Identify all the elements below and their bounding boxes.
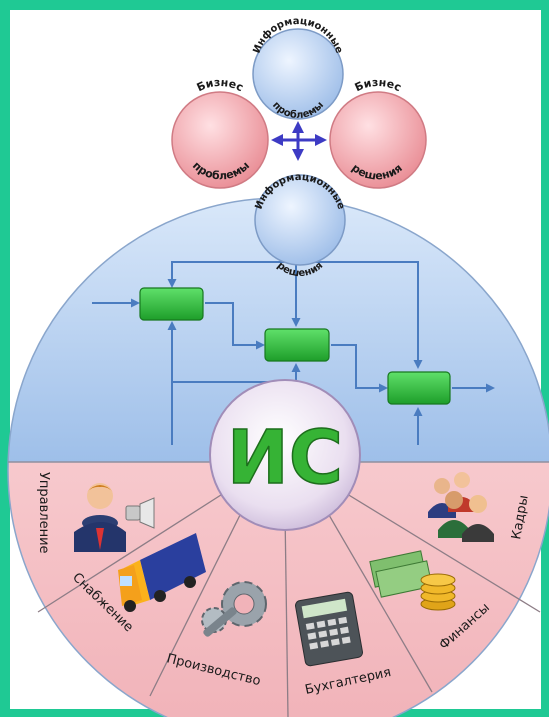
gears-wrench-icon bbox=[201, 581, 267, 637]
process-box-1 bbox=[139, 287, 204, 321]
process-box-3 bbox=[387, 371, 451, 405]
center-label: ИС bbox=[227, 415, 343, 501]
calculator-icon bbox=[295, 591, 363, 667]
truck-icon bbox=[118, 533, 206, 612]
bubble-business-solutions bbox=[329, 91, 427, 189]
sector-label-management: Управление bbox=[36, 472, 51, 554]
sector-dividers bbox=[37, 485, 541, 717]
center-circle bbox=[209, 379, 361, 531]
manager-icon bbox=[74, 483, 155, 552]
bubble-business-problems bbox=[171, 91, 269, 189]
business-solutions-line2: решения bbox=[349, 161, 405, 182]
bubble-info-solutions bbox=[254, 174, 346, 266]
svg-text:Бизнес: Бизнес bbox=[353, 76, 404, 94]
business-solutions-line1: Бизнес bbox=[353, 76, 404, 94]
svg-text:Бизнес: Бизнес bbox=[195, 76, 246, 94]
money-coins-icon bbox=[369, 550, 456, 611]
people-group-icon bbox=[428, 472, 494, 542]
svg-text:решения: решения bbox=[349, 161, 405, 182]
cross-arrows bbox=[271, 121, 327, 161]
business-problems-line1: Бизнес bbox=[195, 76, 246, 94]
bubble-info-problems bbox=[252, 28, 344, 120]
process-box-2 bbox=[264, 328, 330, 362]
